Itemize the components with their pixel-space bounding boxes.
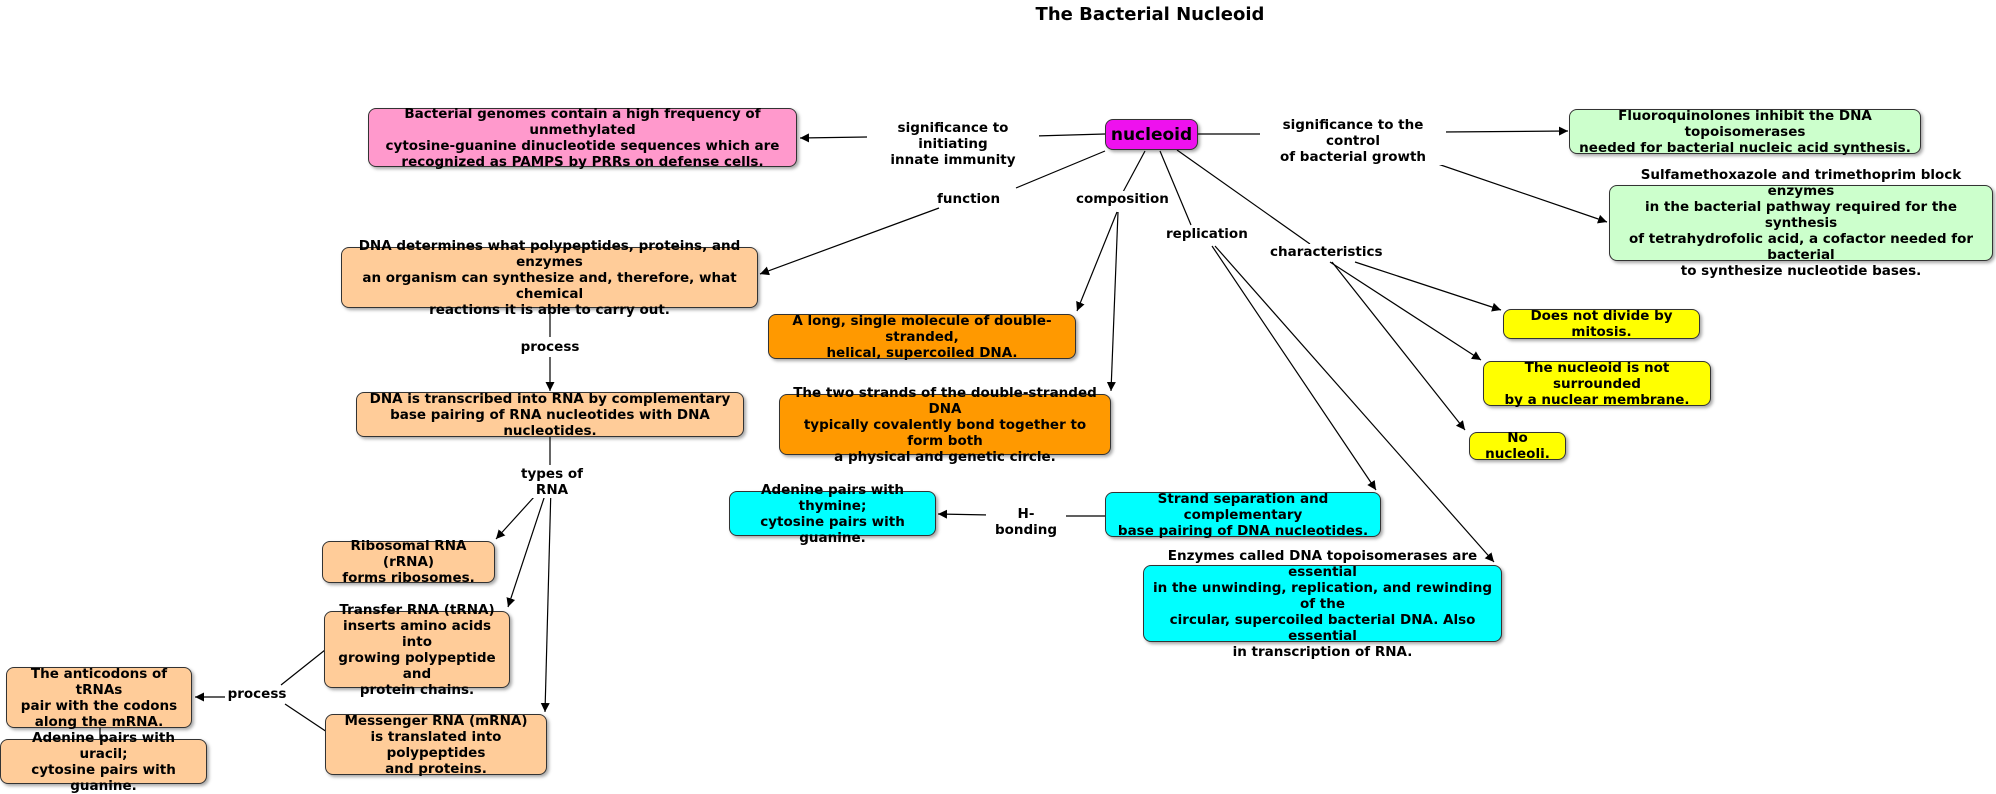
node-rrna-text: Ribosomal RNA (rRNA) forms ribosomes.	[342, 538, 475, 586]
label-significance-control: significance to the control of bacterial…	[1260, 117, 1446, 165]
node-composition-molecule: A long, single molecule of double-strand…	[768, 312, 1076, 361]
node-uracil-pairing-text: Adenine pairs with uracil; cytosine pair…	[31, 729, 176, 794]
node-strand-separation-text: Strand separation and complementary base…	[1117, 490, 1369, 539]
node-anticodons-text: The anticodons of tRNAs pair with the co…	[20, 665, 178, 730]
node-mrna: Messenger RNA (mRNA) is translated into …	[325, 712, 547, 777]
node-immunity-text: Bacterial genomes contain a high frequen…	[385, 105, 780, 170]
diagram-title: The Bacterial Nucleoid	[1035, 4, 1265, 25]
node-fluoroquinolones: Fluoroquinolones inhibit the DNA topoiso…	[1569, 107, 1921, 156]
node-transcription-text: DNA is transcribed into RNA by complemen…	[369, 390, 731, 439]
node-transcription: DNA is transcribed into RNA by complemen…	[356, 390, 744, 439]
node-sulfamethoxazole-text: Sulfamethoxazole and trimethoprim block …	[1628, 167, 1974, 279]
node-nucleoli-text: No nucleoli.	[1485, 430, 1550, 462]
node-dna-function-text: DNA determines what polypeptides, protei…	[358, 237, 741, 318]
label-composition: composition	[1074, 191, 1169, 207]
label-function: function	[935, 191, 1001, 207]
node-sulfamethoxazole: Sulfamethoxazole and trimethoprim block …	[1609, 167, 1993, 279]
node-rrna: Ribosomal RNA (rRNA) forms ribosomes.	[322, 538, 495, 586]
label-significance-immunity: significance to initiating innate immuni…	[867, 120, 1039, 168]
node-membrane: The nucleoid is not surrounded by a nucl…	[1483, 359, 1711, 408]
node-mitosis-text: Does not divide by mitosis.	[1530, 308, 1673, 340]
node-thymine-pairing-text: Adenine pairs with thymine; cytosine pai…	[760, 481, 905, 546]
label-process-translation: process	[225, 686, 289, 702]
node-composition-circle: The two strands of the double-stranded D…	[779, 385, 1111, 465]
node-mitosis: Does not divide by mitosis.	[1503, 308, 1700, 340]
node-nucleoid-text: nucleoid	[1110, 124, 1193, 145]
label-process-transcription: process	[518, 339, 582, 355]
node-membrane-text: The nucleoid is not surrounded by a nucl…	[1504, 359, 1690, 408]
label-types-of-rna: types of RNA	[502, 466, 602, 498]
label-characteristics: characteristics	[1268, 244, 1383, 260]
node-mrna-text: Messenger RNA (mRNA) is translated into …	[344, 712, 528, 777]
node-nucleoid: nucleoid	[1105, 119, 1198, 150]
node-composition-circle-text: The two strands of the double-stranded D…	[793, 384, 1097, 465]
node-fluoroquinolones-text: Fluoroquinolones inhibit the DNA topoiso…	[1579, 107, 1911, 156]
node-nucleoli: No nucleoli.	[1469, 430, 1566, 462]
label-replication: replication	[1164, 226, 1248, 242]
label-h-bonding: H-bonding	[986, 506, 1066, 538]
node-topoisomerases-text: Enzymes called DNA topoisomerases are es…	[1153, 547, 1492, 660]
node-anticodons: The anticodons of tRNAs pair with the co…	[6, 665, 192, 730]
node-strand-separation: Strand separation and complementary base…	[1105, 490, 1381, 539]
node-immunity: Bacterial genomes contain a high frequen…	[368, 105, 797, 170]
node-trna: Transfer RNA (tRNA) inserts amino acids …	[324, 602, 510, 698]
node-topoisomerases: Enzymes called DNA topoisomerases are es…	[1143, 548, 1502, 660]
node-thymine-pairing: Adenine pairs with thymine; cytosine pai…	[729, 482, 936, 546]
node-composition-molecule-text: A long, single molecule of double-strand…	[792, 312, 1052, 361]
node-trna-text: Transfer RNA (tRNA) inserts amino acids …	[338, 601, 496, 698]
node-uracil-pairing: Adenine pairs with uracil; cytosine pair…	[0, 730, 207, 794]
node-dna-function: DNA determines what polypeptides, protei…	[341, 238, 758, 318]
